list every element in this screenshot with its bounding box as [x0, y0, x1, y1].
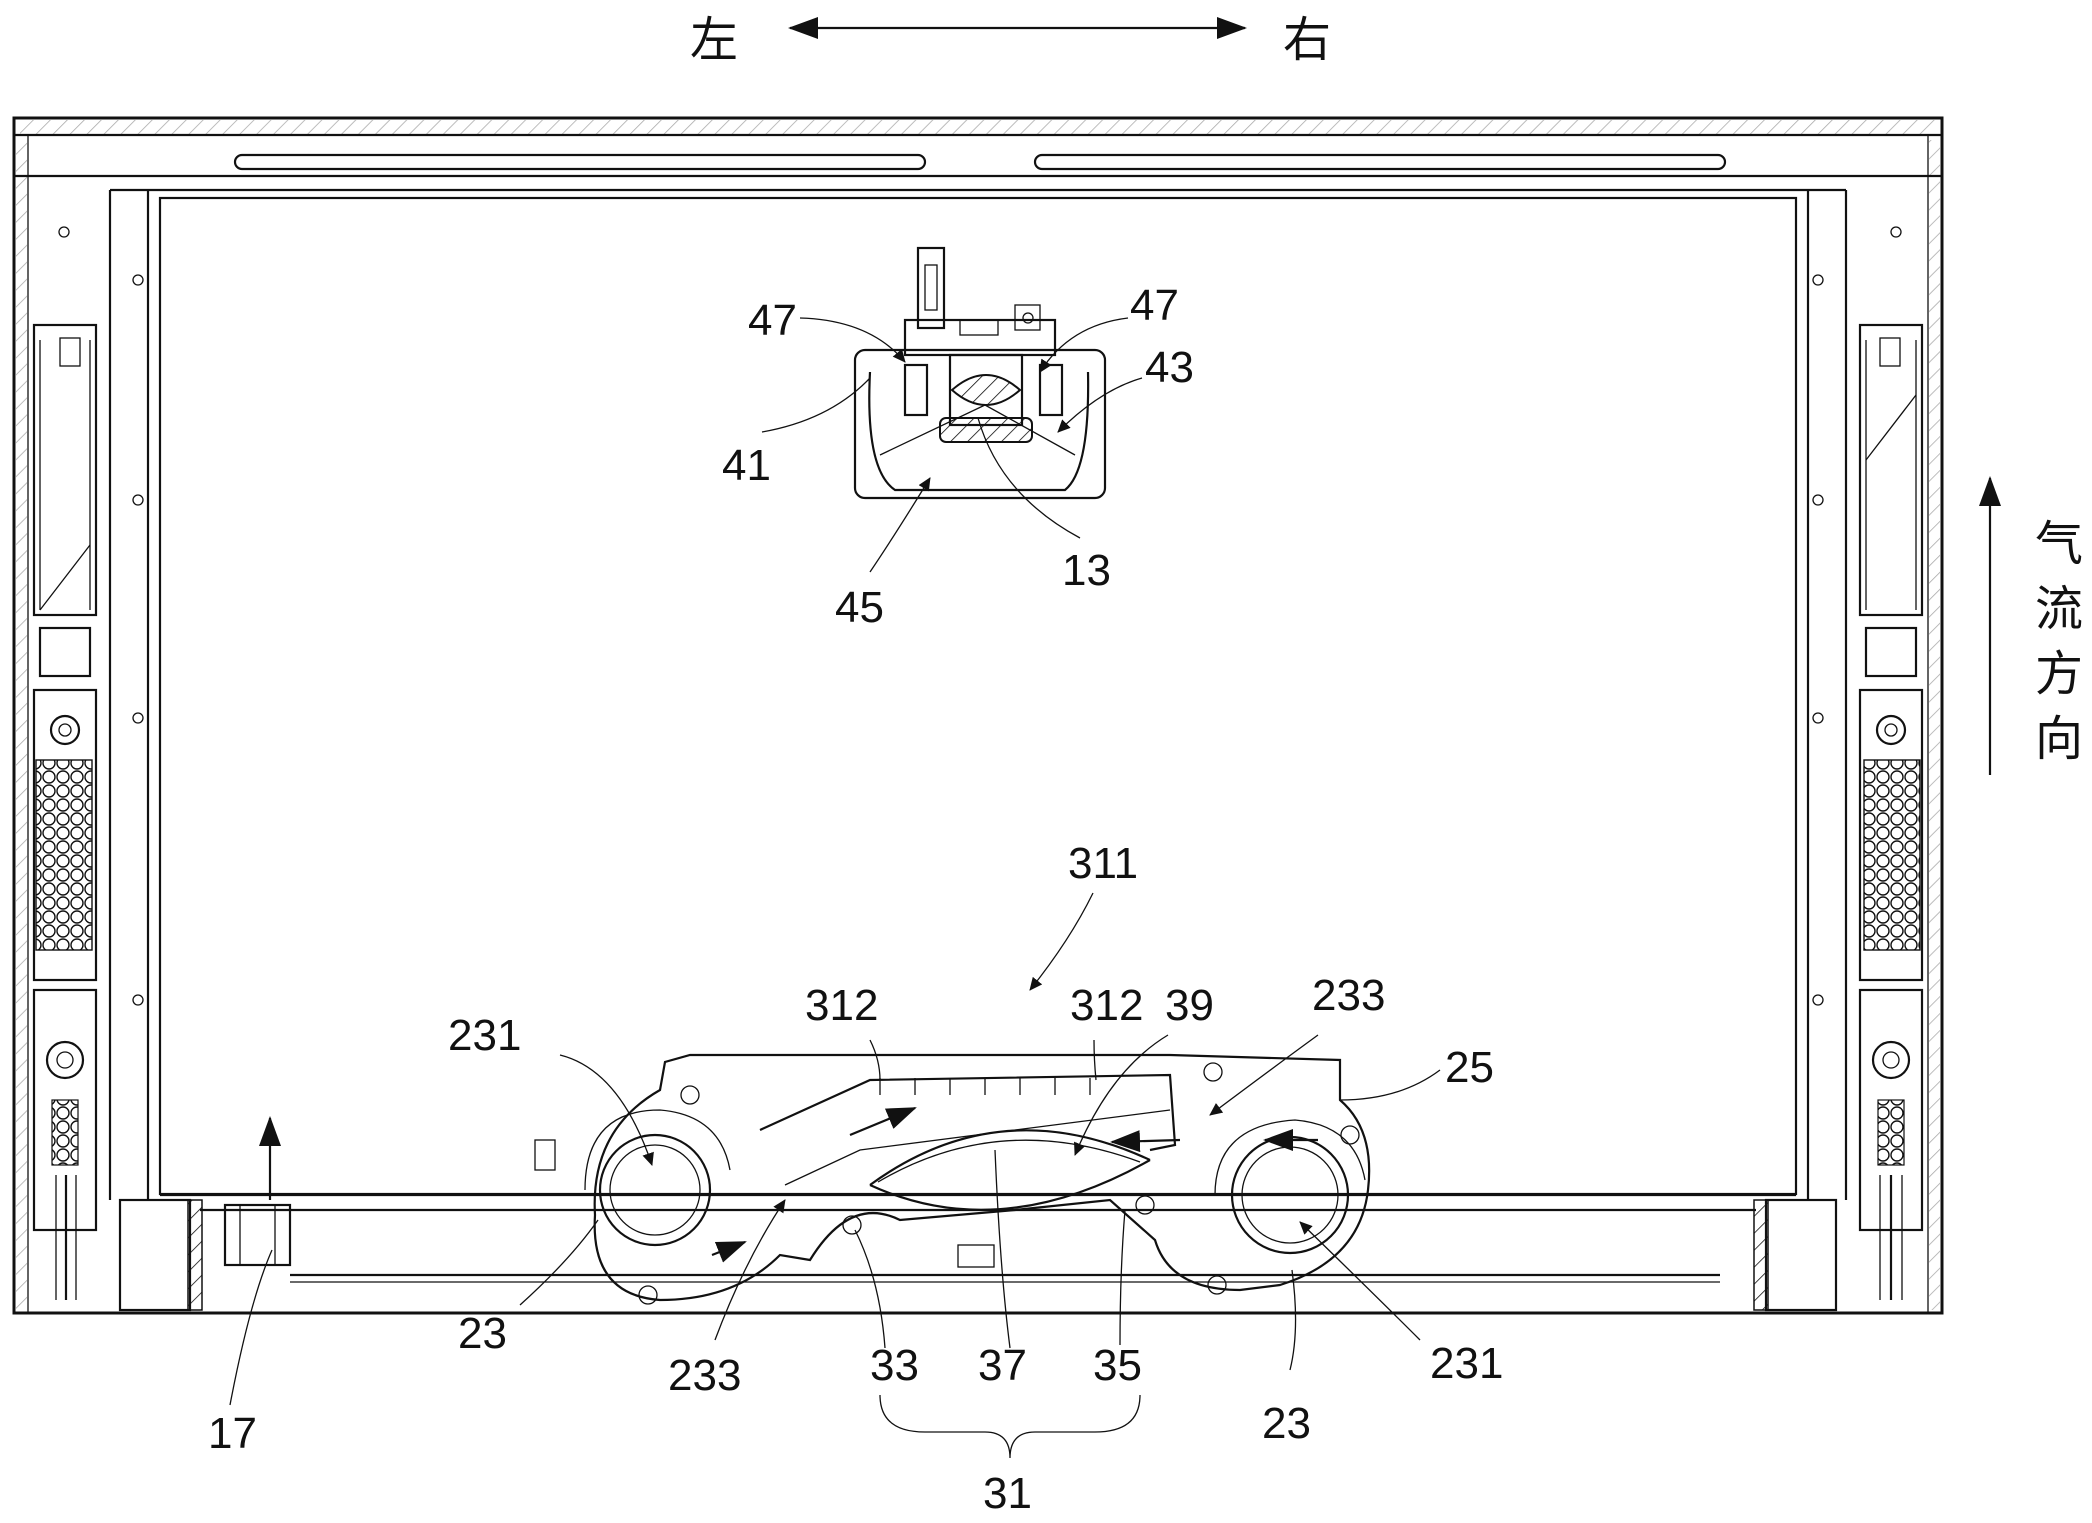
label-312-left: 312: [805, 981, 878, 1030]
airflow-label-char-4: 向: [2035, 713, 2083, 766]
bottom-rail: [118, 1139, 1838, 1312]
label-13: 13: [1062, 546, 1111, 595]
label-233-bottom: 233: [668, 1351, 741, 1400]
label-39: 39: [1165, 981, 1214, 1030]
left-slide-mechanism: [32, 323, 98, 1300]
label-35: 35: [1093, 1341, 1142, 1390]
label-33: 33: [870, 1341, 919, 1390]
label-43: 43: [1145, 343, 1194, 392]
label-312-right: 312: [1070, 981, 1143, 1030]
label-231-left: 231: [448, 1011, 521, 1060]
airflow-label-char-2: 流: [2035, 583, 2083, 636]
airflow-label-char-1: 气: [2035, 518, 2083, 571]
airflow-direction-indicator: 气 流 方 向: [1979, 476, 2083, 775]
label-45: 45: [835, 583, 884, 632]
left-fan-outer: [598, 1133, 712, 1247]
label-233-top: 233: [1312, 971, 1385, 1020]
leader-lines: [229, 317, 1441, 1459]
label-37: 37: [978, 1341, 1027, 1390]
right-slide-mechanism: [1858, 323, 1924, 1300]
label-47-left: 47: [748, 296, 797, 345]
reference-labels: 47 47 43 41 13 45 311 312 312 39 233 25 …: [208, 281, 1503, 1518]
airflow-label-char-3: 方: [2035, 648, 2083, 701]
label-311: 311: [1068, 839, 1138, 888]
top-slot-right: [1033, 153, 1727, 171]
top-nozzle-assembly: [853, 246, 1107, 500]
direction-left-label: 左: [690, 14, 738, 67]
label-231-right: 231: [1430, 1339, 1503, 1388]
label-47-right: 47: [1130, 281, 1179, 330]
inner-chamber: [158, 196, 1798, 1196]
direction-right-label: 右: [1283, 14, 1331, 67]
bottom-fan-assembly: [584, 1053, 1371, 1305]
top-slot-left: [233, 153, 927, 171]
label-31: 31: [983, 1469, 1032, 1518]
label-17: 17: [208, 1409, 257, 1458]
cabinet-frame: [12, 116, 1944, 1315]
label-23-right: 23: [1262, 1399, 1311, 1448]
label-25: 25: [1445, 1043, 1494, 1092]
label-41: 41: [722, 441, 771, 490]
left-right-direction-indicator: 左 右: [690, 14, 1331, 67]
label-23-left: 23: [458, 1309, 507, 1358]
left-fan-inner: [609, 1144, 701, 1236]
